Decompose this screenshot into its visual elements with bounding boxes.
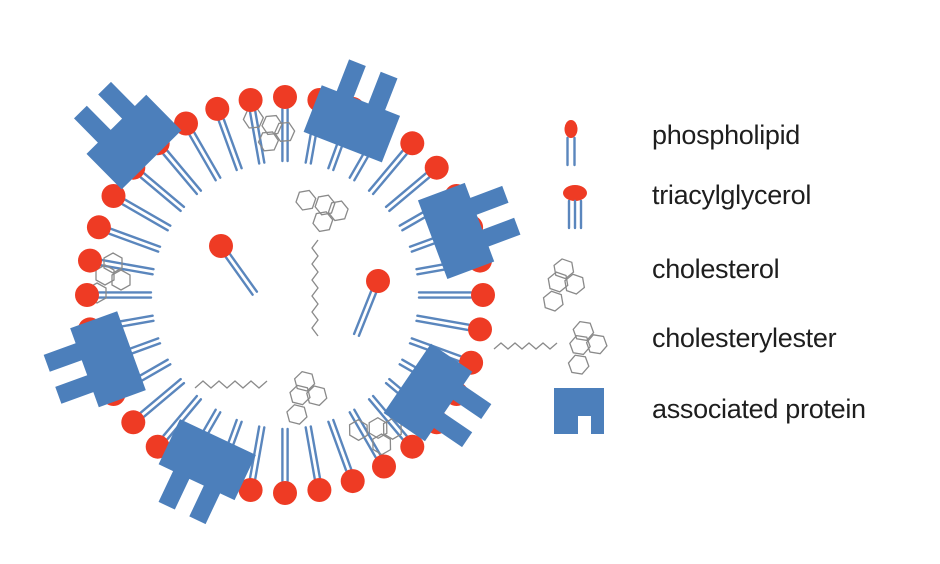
associated-protein [158, 419, 256, 525]
phospholipid-head [307, 478, 332, 502]
phospholipid-head [238, 478, 263, 502]
phospholipid-head [400, 434, 425, 459]
phospholipid-tail-pair [97, 291, 153, 299]
phospholipid-tail-pair [367, 149, 408, 196]
phospholipid-head [205, 96, 230, 121]
phospholipid-tail-pair [304, 425, 322, 480]
phospholipid-head [86, 215, 111, 240]
phospholipid-tail-pair [415, 314, 470, 332]
phospholipid-head [400, 131, 425, 156]
phospholipid-tail-pair [162, 394, 203, 441]
phospholipid-tail-pair [139, 172, 186, 213]
phospholipid-head [75, 283, 99, 307]
phospholipid-tail-pair [281, 427, 289, 483]
legend-cholesterol-icon [536, 255, 589, 314]
legend-label-phospholipid: phospholipid [652, 120, 801, 150]
core-cholesterol-molecules [87, 105, 411, 465]
core-triacylglycerol [352, 269, 390, 337]
legend-label-associated-protein: associated protein [652, 394, 866, 424]
phospholipid-tail-pair [417, 291, 473, 299]
cholesterylester-chain [311, 239, 319, 337]
core-triacylglycerol [209, 234, 259, 296]
associated-protein [43, 311, 146, 408]
phospholipid-head [273, 85, 297, 109]
phospholipid-tail-pair [281, 107, 289, 163]
associated-protein [73, 81, 182, 190]
phospholipid-head [471, 283, 495, 307]
phospholipid-tail-pair [248, 425, 266, 480]
phospholipid-head [273, 481, 297, 505]
phospholipid-tail-pair [100, 258, 155, 276]
phospholipid-tail-pair [248, 110, 266, 165]
phospholipid-head [145, 434, 170, 459]
phospholipid-tail-pair [108, 227, 162, 253]
phospholipid-tail-pair [139, 377, 186, 418]
phospholipid-head [468, 317, 492, 342]
core-triacylglycerols [209, 234, 390, 337]
cholesterol-molecule [277, 366, 333, 428]
phospholipid-tail-pair [162, 149, 203, 196]
phospholipid-tail-pair [188, 131, 222, 182]
legend-protein-icon [554, 388, 604, 434]
phospholipid-head [101, 184, 126, 208]
phospholipid-head [78, 248, 102, 273]
cholesterylester-chain [194, 380, 268, 389]
legend-icons [493, 120, 614, 434]
legend-phospholipid-icon [564, 120, 578, 167]
phospholipid-tail-pair [121, 198, 172, 232]
associated-protein [383, 343, 492, 448]
phospholipid-head [424, 155, 449, 180]
phospholipid-tail-pair [327, 418, 353, 472]
associated-protein [417, 182, 521, 280]
phospholipid-tail-pair [217, 118, 243, 172]
phospholipid-head [238, 88, 263, 112]
phospholipid-tail-pair [384, 172, 431, 213]
phospholipid-head [121, 410, 146, 435]
legend-label-cholesterylester: cholesterylester [652, 323, 837, 353]
phospholipid-head [340, 469, 365, 494]
legend-label-triacylglycerol: triacylglycerol [652, 180, 812, 210]
associated-protein [303, 59, 401, 163]
associated-proteins [43, 59, 521, 525]
phospholipid-head [372, 454, 396, 479]
legend-label-cholesterol: cholesterol [652, 254, 780, 284]
cholesterol-molecule [293, 183, 352, 236]
legend-triacylglycerol-icon [563, 185, 587, 230]
legend-cholesterylester-icon [493, 315, 614, 378]
